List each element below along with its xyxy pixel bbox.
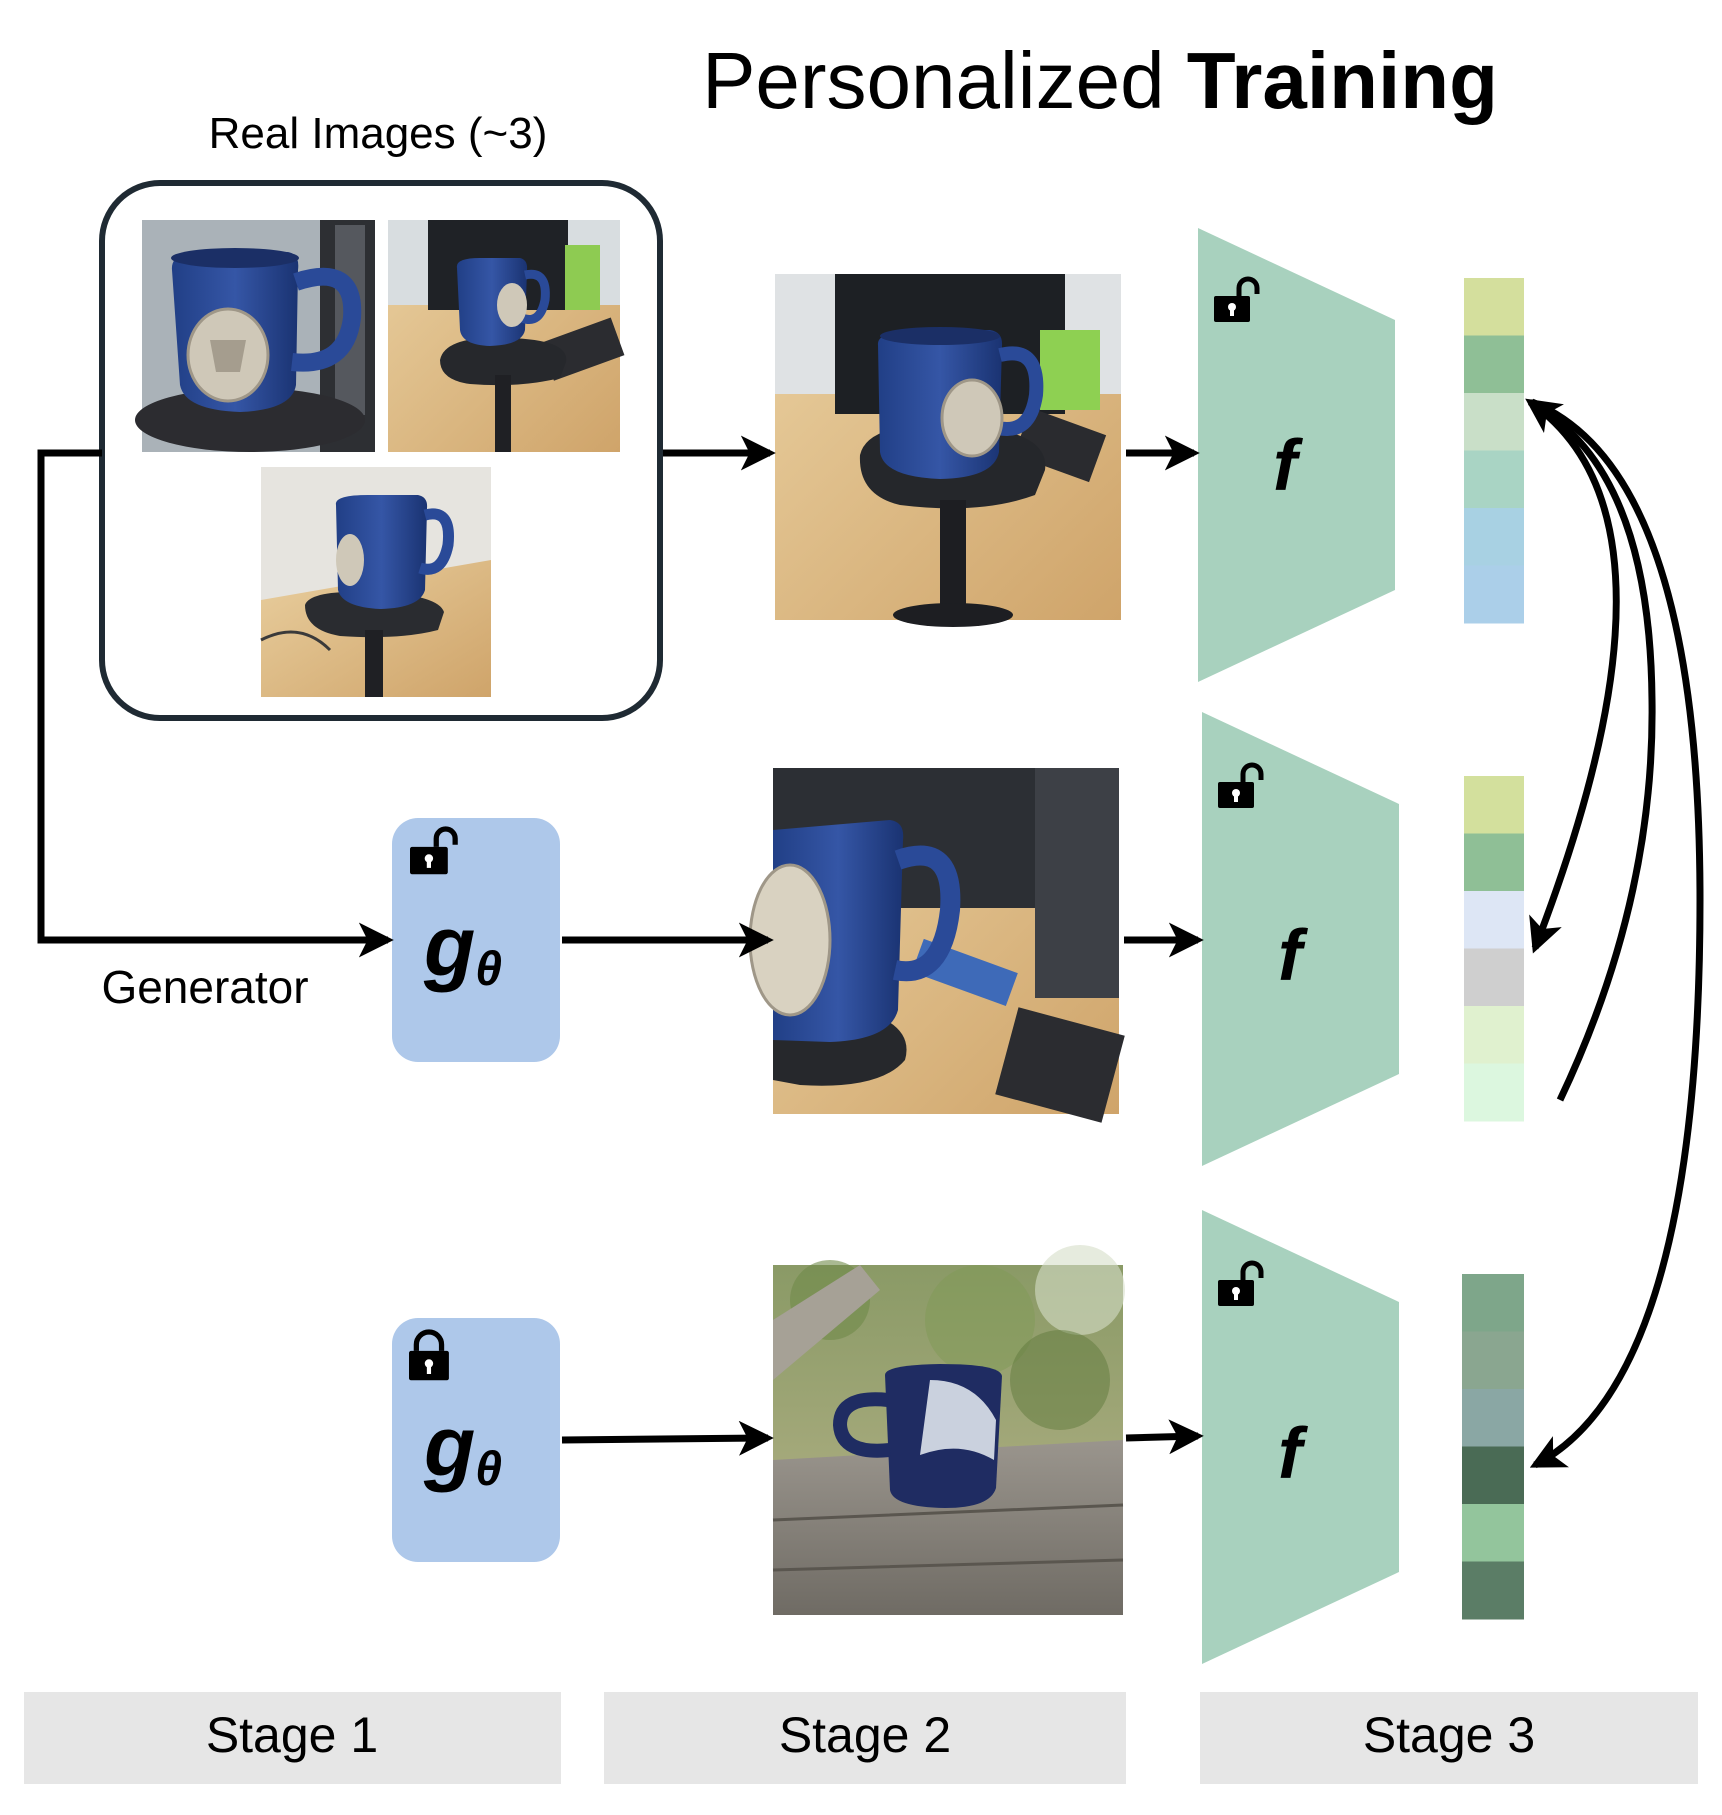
embedding-cell xyxy=(1464,278,1524,336)
stage2-photo-real xyxy=(775,274,1121,627)
contrast-arrow-mid xyxy=(1532,401,1656,1102)
embedding-vector-generated-1 xyxy=(1464,776,1524,1122)
embedding-cell xyxy=(1464,565,1524,624)
embedding-cell xyxy=(1462,1389,1524,1447)
embedding-cell xyxy=(1464,833,1524,892)
stage2-photo-generated-2 xyxy=(772,1245,1125,1615)
generator-symbol-main: g xyxy=(423,899,475,993)
title-bold: Training xyxy=(1187,36,1498,125)
embedding-cell xyxy=(1462,1331,1524,1390)
real-images-label: Real Images (~3) xyxy=(209,109,548,158)
generator-symbol: gθ xyxy=(423,1399,502,1496)
stage-label-2: Stage 2 xyxy=(779,1707,951,1763)
encoder-f-1: f xyxy=(1198,228,1395,682)
figure-title: Personalized Training xyxy=(702,36,1498,125)
contrast-arrow-short xyxy=(1525,398,1620,954)
real-photo-3 xyxy=(260,467,491,697)
embedding-cell xyxy=(1464,891,1524,949)
embedding-cell xyxy=(1462,1446,1524,1505)
stage-bar-3: Stage 3 xyxy=(1200,1692,1698,1784)
stage-bar-2: Stage 2 xyxy=(604,1692,1126,1784)
embedding-cell xyxy=(1464,1063,1524,1122)
embedding-cell xyxy=(1464,1006,1524,1064)
real-photo-2 xyxy=(388,220,625,452)
contrast-arrow-long xyxy=(1529,398,1704,1469)
encoder-f-2: f xyxy=(1202,712,1399,1166)
encoder-f-3: f xyxy=(1202,1210,1399,1664)
generator-symbol: gθ xyxy=(423,899,502,996)
embedding-cell xyxy=(1464,508,1524,566)
generator-box-frozen: gθ xyxy=(392,1318,560,1562)
real-photo-1 xyxy=(135,220,375,452)
generator-symbol-sub: θ xyxy=(475,943,502,996)
embedding-cell xyxy=(1462,1561,1524,1620)
arrow-real-to-generator xyxy=(37,449,394,958)
title-regular: Personalized xyxy=(702,36,1187,125)
stage-label-3: Stage 3 xyxy=(1363,1707,1535,1763)
stage-label-1: Stage 1 xyxy=(206,1707,378,1763)
stage-bar-1: Stage 1 xyxy=(24,1692,561,1784)
stage2-photo-generated-1 xyxy=(748,768,1125,1123)
embedding-cell xyxy=(1464,393,1524,451)
embedding-cell xyxy=(1464,776,1524,834)
embedding-vector-real xyxy=(1464,278,1524,624)
generator-symbol-main: g xyxy=(423,1399,475,1493)
embedding-cell xyxy=(1464,450,1524,509)
embedding-vector-generated-2 xyxy=(1462,1274,1524,1620)
embedding-cell xyxy=(1464,948,1524,1007)
generator-box-trainable: gθ xyxy=(392,818,560,1062)
arrow-stage2-to-encoder-3 xyxy=(1125,1419,1204,1455)
embedding-cell xyxy=(1464,335,1524,394)
generator-label: Generator xyxy=(101,961,308,1013)
embedding-cell xyxy=(1462,1274,1524,1332)
generator-symbol-sub: θ xyxy=(475,1443,502,1496)
embedding-cell xyxy=(1462,1504,1524,1562)
arrow-frozen-generator-to-stage2 xyxy=(561,1420,774,1456)
